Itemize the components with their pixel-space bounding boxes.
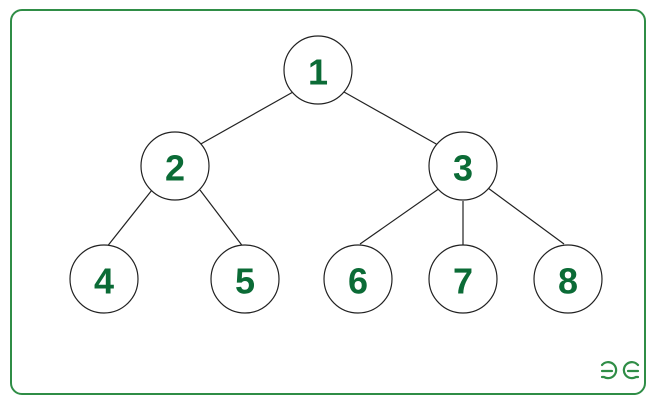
edge-3-6 — [359, 187, 441, 245]
node-label: 6 — [348, 261, 368, 302]
tree-node-2: 2 — [140, 131, 210, 201]
node-label: 5 — [235, 261, 255, 302]
tree-node-4: 4 — [69, 244, 139, 314]
tree-node-5: 5 — [210, 244, 280, 314]
edge-1-3 — [343, 91, 439, 146]
edge-2-4 — [105, 189, 153, 249]
node-label: 7 — [453, 261, 473, 302]
tree-node-6: 6 — [323, 244, 393, 314]
node-label: 8 — [558, 261, 578, 302]
edge-2-5 — [199, 189, 245, 249]
node-label: 4 — [94, 261, 114, 302]
edge-3-8 — [487, 187, 565, 245]
node-label: 1 — [308, 52, 328, 93]
tree-node-8: 8 — [533, 244, 603, 314]
edge-1-2 — [198, 91, 294, 146]
tree-node-1: 1 — [283, 35, 353, 105]
tree-node-3: 3 — [428, 131, 498, 201]
node-label: 3 — [453, 148, 473, 189]
tree-node-7: 7 — [428, 244, 498, 314]
node-label: 2 — [165, 148, 185, 189]
gfg-logo-icon — [600, 361, 640, 380]
